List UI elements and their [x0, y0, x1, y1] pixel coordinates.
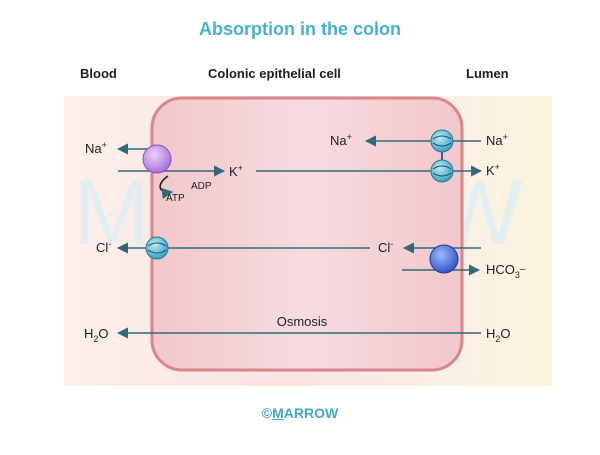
h2o-lumen-label: H2O	[486, 326, 511, 344]
hco3-label: HCO3–	[486, 262, 526, 280]
na-lumen-right-label: Na+	[486, 132, 508, 148]
brand-rest: ARROW	[283, 405, 339, 421]
copyright-footer: ©MARROW	[0, 405, 600, 421]
colonic-epithelial-cell	[150, 96, 464, 372]
na-blood-label: Na+	[85, 140, 107, 156]
blood-heading: Blood	[80, 66, 117, 81]
na-lumen-left-label: Na+	[330, 132, 352, 148]
cl-blood-label: Cl-	[96, 239, 111, 255]
copyright-symbol: ©	[261, 405, 273, 421]
cl-lumen-label: Cl-	[378, 239, 393, 255]
brand-initial: M	[272, 405, 284, 421]
cell-heading: Colonic epithelial cell	[208, 66, 341, 81]
atp-label: ATP	[166, 193, 185, 204]
adp-label: ADP	[191, 181, 212, 192]
atp-adp-arrow	[159, 175, 174, 199]
cl-channel-basolateral	[145, 236, 169, 260]
na-k-atpase-pump	[142, 144, 172, 174]
h2o-blood-label: H2O	[84, 326, 109, 344]
k-channel-apical	[430, 159, 454, 183]
lumen-heading: Lumen	[466, 66, 509, 81]
cl-hco3-exchanger	[429, 244, 459, 274]
osmosis-label: Osmosis	[277, 314, 328, 329]
k-lumen-label: K+	[486, 162, 500, 178]
k-cell-label: K+	[229, 163, 243, 179]
diagram-title: Absorption in the colon	[199, 19, 401, 39]
na-channel-apical	[430, 129, 454, 153]
